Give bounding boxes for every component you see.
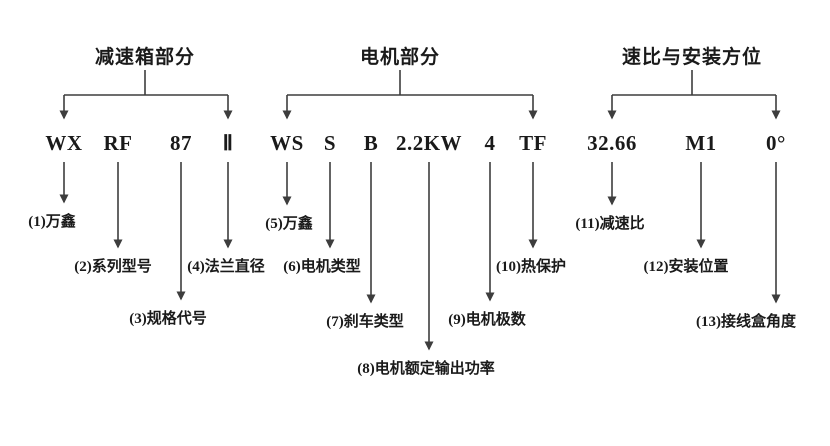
code-rf: RF [103,131,133,155]
code-87: 87 [170,131,192,155]
ratio-mounting-bracket [607,70,781,120]
code-to-label-arrows [59,162,781,351]
code-wx: WX [45,131,83,155]
code-0deg: 0° [766,131,786,155]
label-5-wanxin: (5)万鑫 [265,216,313,232]
label-4-flange-diameter: (4)法兰直径 [187,259,265,275]
section-title-gearbox: 减速箱部分 [94,47,196,68]
code-m1: M1 [685,131,717,155]
label-9-motor-poles: (9)电机极数 [448,312,526,328]
label-6-motor-type: (6)电机类型 [283,259,361,275]
code-ii: Ⅱ [222,131,234,155]
motor-bracket [282,70,538,120]
label-11-reduction-ratio: (11)减速比 [575,216,645,232]
label-3-spec-code: (3)规格代号 [129,311,207,327]
section-title-motor: 电机部分 [359,47,441,68]
label-12-mounting-position: (12)安装位置 [643,259,729,275]
code-ws: WS [270,131,304,155]
code-2-2kw: 2.2KW [395,131,463,155]
code-tf: TF [519,131,547,155]
label-1-wanxin: (1)万鑫 [28,214,76,230]
code-s: S [323,131,337,155]
label-8-rated-output-power: (8)电机额定输出功率 [357,361,495,377]
label-2-series-model: (2)系列型号 [74,259,152,275]
code-b: B [363,131,379,155]
label-7-brake-type: (7)刹车类型 [326,314,404,330]
gearbox-bracket [59,70,233,120]
code-32-66: 32.66 [587,131,637,155]
label-13-terminal-box-angle: (13)接线盒角度 [696,314,796,330]
label-10-thermal-protection: (10)热保护 [496,259,566,275]
section-title-ratio-mounting: 速比与安装方位 [621,47,763,68]
code-4: 4 [484,131,496,155]
